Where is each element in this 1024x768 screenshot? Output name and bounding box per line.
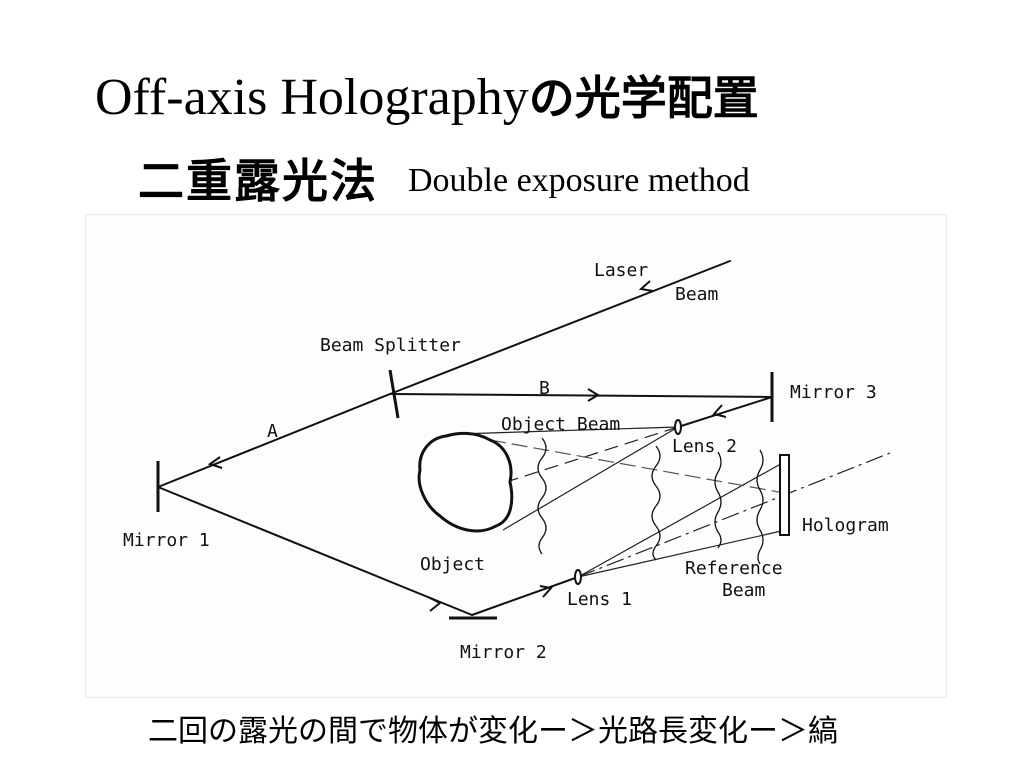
beam-a-line xyxy=(157,393,391,488)
label-mirror-3: Mirror 3 xyxy=(790,382,877,403)
reference-axis xyxy=(577,452,891,578)
lens-1 xyxy=(574,569,582,585)
title-latin: Off-axis Holography xyxy=(95,69,529,126)
label-reference-beam: Beam xyxy=(722,580,765,601)
mirror3-arrow xyxy=(712,404,727,418)
subtitle-japanese: 二重露光法 xyxy=(138,154,378,208)
label-laser: Laser xyxy=(594,260,648,281)
label-mirror-1: Mirror 1 xyxy=(123,530,210,551)
object-beam-axis xyxy=(499,426,679,485)
label-path-b: B xyxy=(539,378,550,399)
label-beam-splitter: Beam Splitter xyxy=(320,335,461,356)
label-laser-beam: Beam xyxy=(675,284,718,305)
beam-b-arrow xyxy=(587,388,600,402)
label-mirror-2: Mirror 2 xyxy=(460,642,547,663)
wavefront-1 xyxy=(537,437,547,555)
optical-diagram-figure xyxy=(85,214,947,698)
wavefront-4 xyxy=(756,449,764,565)
mirror1-to-mirror2-line xyxy=(157,486,473,616)
title-japanese: の光学配置 xyxy=(528,71,759,125)
object-beam-ray-top xyxy=(457,426,679,435)
mirror2-arrow xyxy=(539,585,553,598)
lens-2 xyxy=(674,419,682,435)
slide-title: Off-axis Holographyの光学配置 xyxy=(95,62,759,128)
mirror1-arrow xyxy=(427,596,442,612)
label-object: Object xyxy=(420,554,485,575)
label-lens-1: Lens 1 xyxy=(567,589,632,610)
label-object-beam: Object Beam xyxy=(501,414,620,435)
label-lens-2: Lens 2 xyxy=(672,436,737,457)
slide-subtitle: 二重露光法 Double exposure method xyxy=(138,145,750,211)
mirror3-to-lens2-line xyxy=(677,396,773,428)
footer-caption: 二回の露光の間で物体が変化ー＞光路長変化ー＞縞 xyxy=(148,714,838,749)
beam-splitter xyxy=(388,369,400,419)
wavefront-2 xyxy=(651,445,661,561)
label-path-a: A xyxy=(267,421,278,442)
object-beam-ray-bottom xyxy=(502,426,679,531)
label-reference: Reference xyxy=(685,558,783,579)
laser-arrow xyxy=(638,280,654,292)
object-shape xyxy=(417,431,514,533)
label-hologram: Hologram xyxy=(802,515,889,536)
beam-a-arrow xyxy=(207,456,223,469)
beam-b-line xyxy=(389,393,773,398)
laser-beam-line xyxy=(389,260,731,395)
hologram-plate xyxy=(779,454,790,536)
mirror2-to-lens1-line xyxy=(471,576,579,616)
subtitle-english: Double exposure method xyxy=(408,162,750,199)
reference-ray-top xyxy=(577,460,787,578)
wavefront-3 xyxy=(714,451,722,549)
scattered-light-line xyxy=(489,439,791,495)
reference-ray-bottom xyxy=(577,529,787,578)
